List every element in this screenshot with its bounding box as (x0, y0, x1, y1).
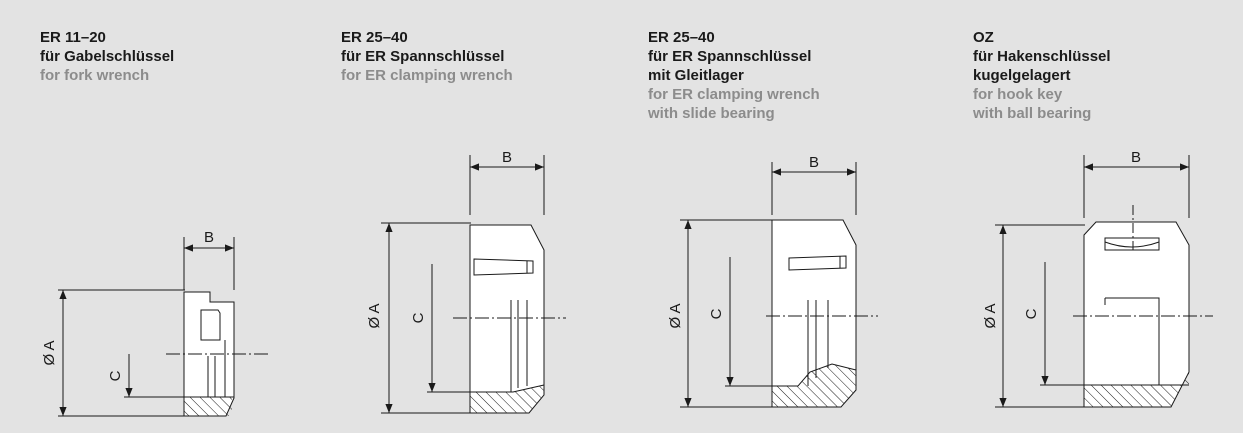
label-b: B (1131, 149, 1141, 166)
caption-de-line: für ER Spannschlüssel (341, 48, 505, 65)
label-c: C (107, 370, 124, 381)
label-a: Ø A (667, 303, 684, 328)
label-b: B (809, 154, 819, 171)
panel-caption: ER 25–40 für ER Spannschlüssel mit Gleit… (648, 28, 820, 123)
caption-de-line: für Hakenschlüssel (973, 48, 1111, 65)
label-a: Ø A (41, 340, 58, 365)
label-b: B (502, 149, 512, 166)
caption-en-line: for hook key (973, 86, 1063, 103)
label-c: C (1023, 308, 1040, 319)
panel-caption: ER 11–20 für Gabelschlüssel for fork wre… (40, 28, 174, 85)
caption-de-line: ER 25–40 (341, 29, 408, 46)
nut-drawing: B Ø A C (366, 149, 566, 414)
caption-de-line: mit Gleitlager (648, 67, 744, 84)
caption-de-line: kugelgelagert (973, 67, 1071, 84)
caption-de-line: ER 11–20 (40, 29, 106, 46)
panel-er11-20: ER 11–20 für Gabelschlüssel for fork wre… (40, 0, 350, 433)
caption-de-line: für ER Spannschlüssel (648, 48, 812, 65)
caption-en-line: for fork wrench (40, 67, 150, 84)
caption-en-line: for ER clamping wrench (648, 86, 820, 103)
label-b: B (204, 229, 214, 246)
caption-en-line: with ball bearing (973, 105, 1092, 122)
caption-en-line: for ER clamping wrench (341, 67, 513, 84)
caption-de-line: OZ (973, 29, 994, 46)
nut-drawing: B Ø A C (667, 154, 878, 408)
panel-er25-40-slide-bearing: ER 25–40 für ER Spannschlüssel mit Gleit… (648, 0, 958, 433)
label-a: Ø A (982, 303, 999, 328)
panel-oz-hook-key: OZ für Hakenschlüssel kugelgelagert for … (973, 0, 1243, 433)
label-a: Ø A (366, 303, 383, 328)
label-c: C (708, 308, 725, 319)
panel-er25-40-clamping: ER 25–40 für ER Spannschlüssel for ER cl… (341, 0, 651, 433)
panel-caption: OZ für Hakenschlüssel kugelgelagert for … (973, 28, 1111, 123)
caption-de-line: für Gabelschlüssel (40, 48, 175, 65)
caption-en-line: with slide bearing (648, 105, 775, 122)
caption-de-line: ER 25–40 (648, 29, 715, 46)
panel-caption: ER 25–40 für ER Spannschlüssel for ER cl… (341, 28, 513, 85)
nut-drawing: B Ø A C (982, 149, 1213, 408)
nut-drawing: B Ø A C (41, 229, 270, 417)
label-c: C (410, 312, 427, 323)
